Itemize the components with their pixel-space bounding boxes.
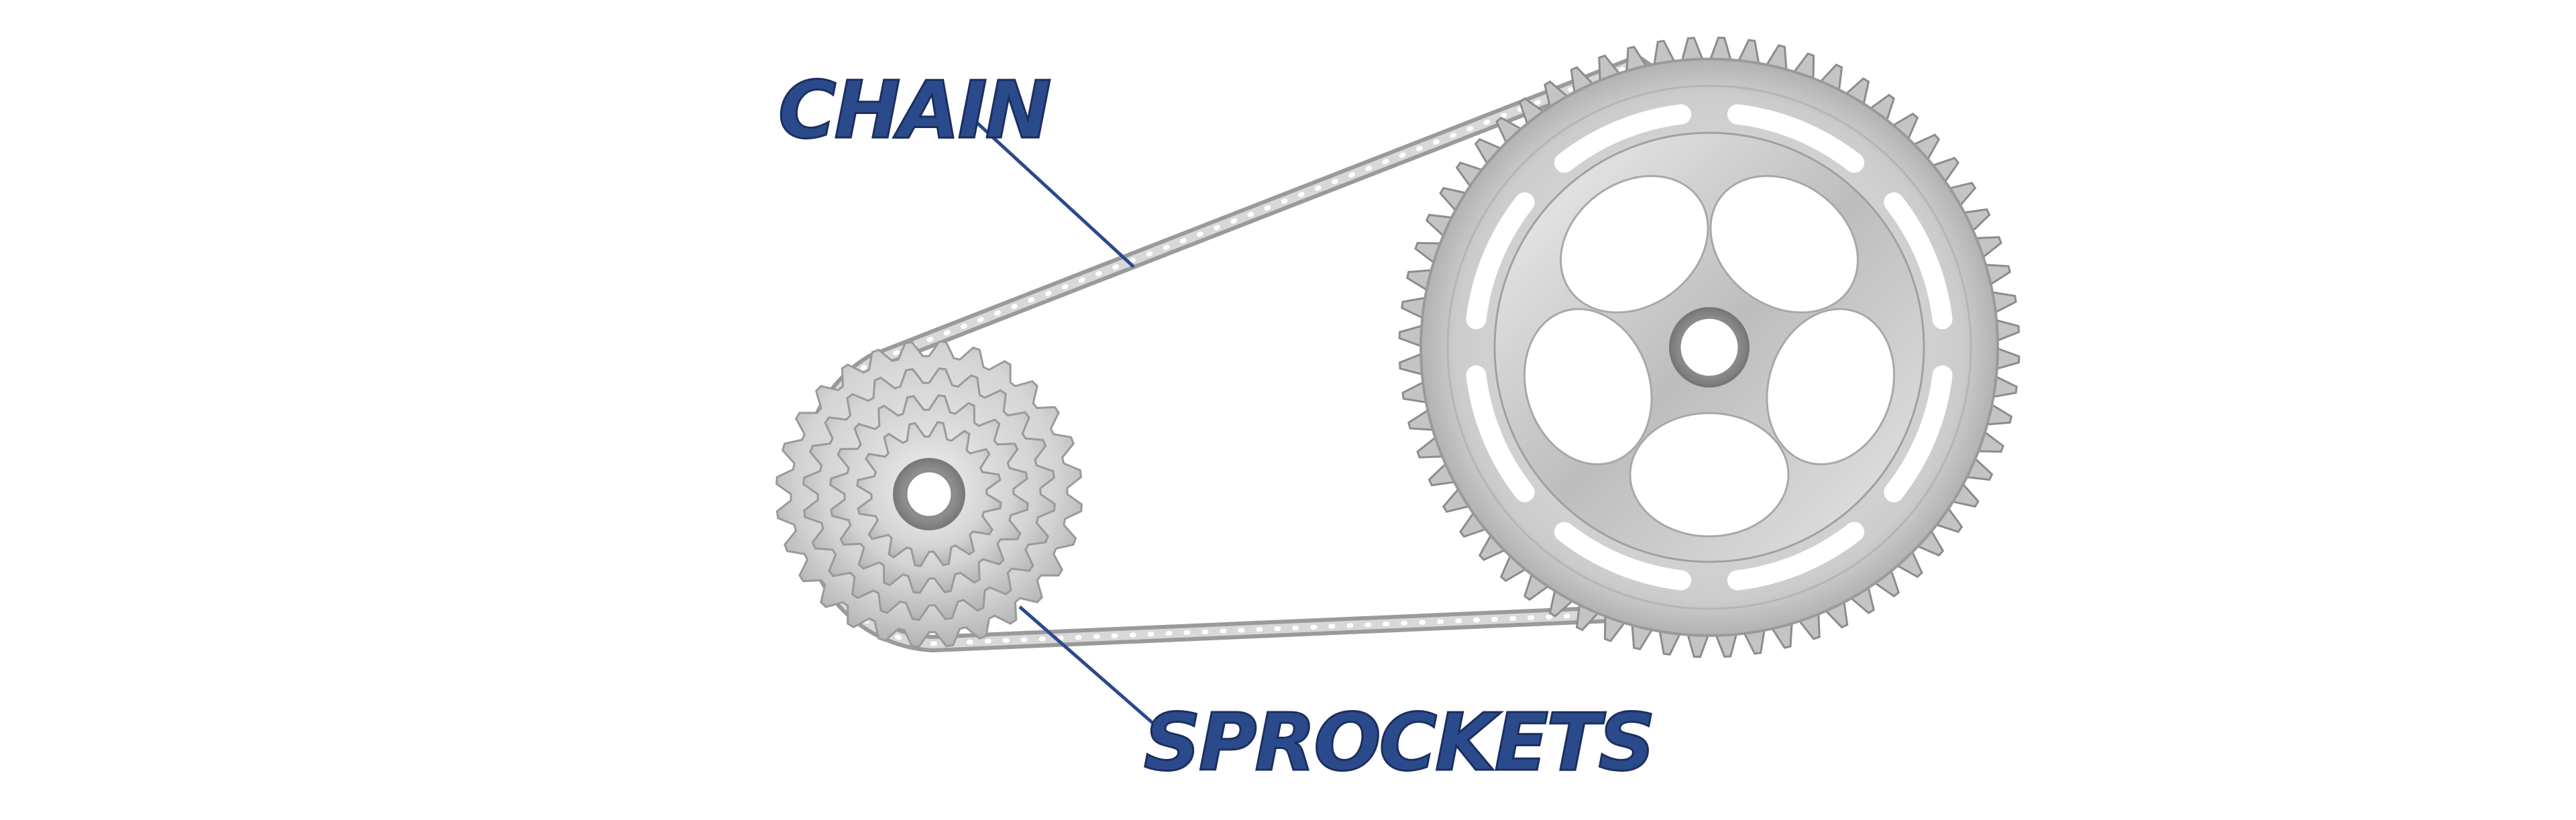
chainring-slot bbox=[1466, 192, 1535, 330]
large-chainring bbox=[1398, 36, 2021, 658]
spider-cutout bbox=[1560, 175, 1709, 314]
chainring-slot bbox=[1554, 104, 1692, 173]
chain-label: CHAIN bbox=[778, 64, 1051, 156]
chainring-slot bbox=[1727, 522, 1865, 591]
chainring-slot bbox=[1466, 365, 1535, 503]
spider-cutout bbox=[1629, 412, 1790, 538]
small-cassette bbox=[775, 340, 1083, 648]
chain-leader-line bbox=[965, 111, 1135, 268]
large-chainring-slots bbox=[1466, 104, 1953, 591]
chainring-slot bbox=[1554, 522, 1692, 591]
chainring-slot bbox=[1727, 104, 1865, 173]
sprockets-label: SPROCKETS bbox=[1144, 696, 1654, 788]
large-chainring-bore bbox=[1678, 316, 1740, 378]
chainring-slot bbox=[1884, 192, 1953, 330]
cassette-bore bbox=[905, 470, 953, 518]
chainring-slot bbox=[1884, 365, 1953, 503]
spider-cutout bbox=[1766, 308, 1895, 465]
spider-cutout bbox=[1523, 308, 1653, 465]
sprockets-leader-line bbox=[1018, 605, 1154, 724]
spider-cutout bbox=[1709, 175, 1859, 314]
